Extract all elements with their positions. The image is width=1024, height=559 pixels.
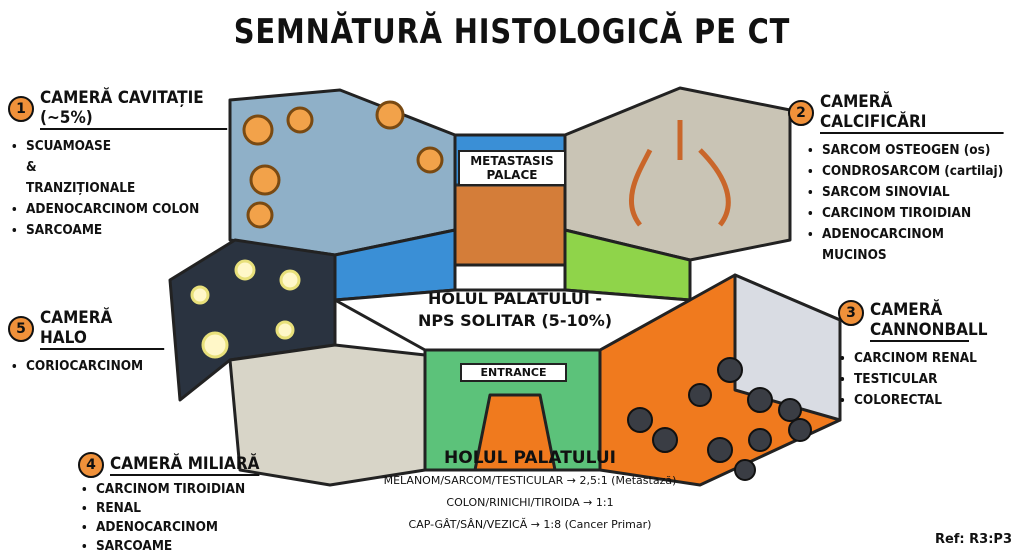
- list-item: ADENOCARCINOM COLON: [26, 199, 226, 220]
- hall-ratio-line: MELANOM/SARCOM/TESTICULAR → 2,5:1 (Metas…: [383, 474, 677, 487]
- list-item: ADENOCARCINOM: [96, 518, 260, 537]
- hall-legend: HOLUL PALATULUI MELANOM/SARCOM/TESTICULA…: [360, 448, 700, 536]
- room-title: CAMERĂ MILIARĂ: [110, 454, 260, 476]
- reference-label: Ref: R3:P3: [934, 532, 1012, 547]
- hall-ratio-line: COLON/RINICHI/TIROIDA → 1:1: [446, 496, 614, 509]
- room-number-badge: 3: [838, 300, 864, 326]
- room-number-badge: 5: [8, 316, 34, 342]
- page-title: SEMNĂTURĂ HISTOLOGICĂ PE CT: [233, 12, 791, 52]
- room-4-legend: 4 CAMERĂ MILIARĂ CARCINOM TIROIDIANRENALA…: [78, 452, 278, 556]
- hall-title: HOLUL PALATULUI: [444, 448, 616, 468]
- room-title: CAMERĂ CAVITAȚIE (~5%): [40, 88, 228, 130]
- list-item: CARCINOM RENAL: [854, 348, 1002, 369]
- hall-ratio-line: CAP-GÂT/SÂN/VEZICĂ → 1:8 (Cancer Primar): [408, 518, 652, 531]
- list-item: CARCINOM TIROIDIAN: [822, 203, 1004, 224]
- room-number-badge: 4: [78, 452, 104, 478]
- list-item: COLORECTAL: [854, 390, 1002, 411]
- list-item: RENAL: [96, 499, 260, 518]
- room-title: CAMERĂ CANNONBALL: [870, 300, 988, 342]
- palace-sign: METASTASIS PALACE: [458, 150, 566, 186]
- room-title: CAMERĂ CALCIFICĂRI: [820, 92, 1004, 134]
- list-item: SARCOM SINOVIAL: [822, 182, 1004, 203]
- list-item: SARCOAME: [26, 220, 226, 241]
- room-number-badge: 2: [788, 100, 814, 126]
- entrance-sign: ENTRANCE: [460, 363, 567, 382]
- list-item: TESTICULAR: [854, 369, 1002, 390]
- list-item: SARCOM OSTEOGEN (os): [822, 140, 1004, 161]
- hall-floor: [333, 288, 692, 352]
- list-item: ADENOCARCINOM MUCINOS: [822, 224, 1004, 266]
- room-number-badge: 1: [8, 96, 34, 122]
- list-item: SARCOAME: [96, 537, 260, 556]
- list-item: CONDROSARCOM (cartilaj): [822, 161, 1004, 182]
- list-item: CORIOCARCINOM: [26, 356, 163, 377]
- room-title: CAMERĂ HALO: [40, 308, 165, 350]
- list-item: SCUAMOASE & TRANZIȚIONALE: [26, 136, 135, 199]
- hall-center-label: HOLUL PALATULUI - NPS SOLITAR (5-10%): [417, 289, 613, 330]
- calcification-room: [563, 86, 792, 262]
- list-item: CARCINOM TIROIDIAN: [96, 480, 260, 499]
